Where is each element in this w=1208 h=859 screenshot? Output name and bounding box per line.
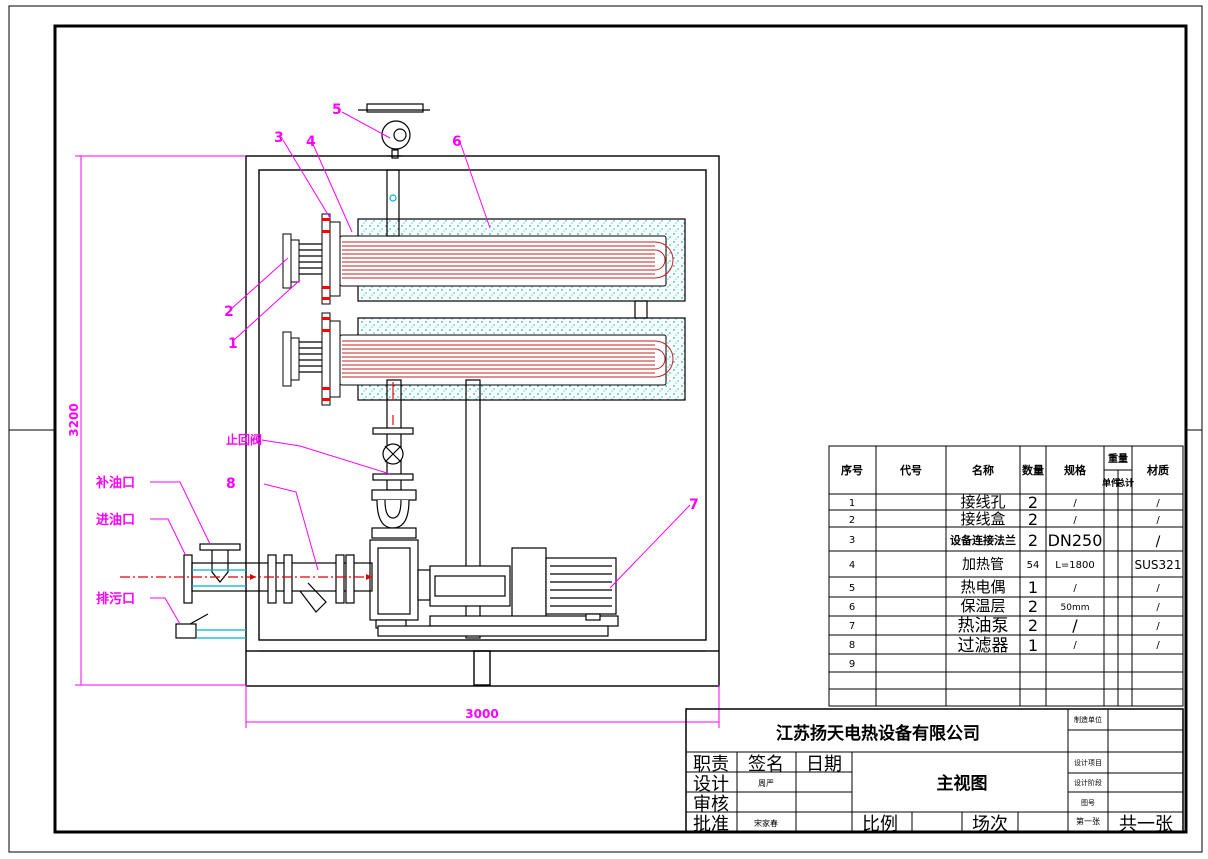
bom-seq-3: 3 bbox=[849, 535, 855, 546]
pump-motor bbox=[369, 539, 619, 637]
inlet-piping bbox=[120, 543, 373, 639]
dimension-lines bbox=[75, 155, 720, 728]
bom-mat-6: / bbox=[1156, 602, 1160, 613]
callout-check-valve: 止回阀 bbox=[226, 432, 262, 447]
callout-leaders bbox=[150, 111, 691, 625]
bom-name-7: 热油泵 bbox=[958, 616, 1009, 636]
bom-header-spec: 规格 bbox=[1064, 463, 1087, 477]
bom-mat-2: / bbox=[1156, 515, 1160, 526]
callout-inlet-port: 进油口 bbox=[96, 512, 135, 528]
bom-seq-9: 9 bbox=[849, 659, 855, 670]
bom-mat-3: / bbox=[1156, 534, 1161, 550]
bom-name-4: 加热管 bbox=[962, 557, 1004, 573]
label-duty: 职责 bbox=[693, 754, 729, 775]
bom-name-6: 保温层 bbox=[960, 597, 1005, 615]
bom-qty-7: 2 bbox=[1028, 616, 1038, 635]
callout-7: 7 bbox=[689, 497, 699, 513]
label-project: 设计项目 bbox=[1074, 758, 1102, 767]
bom-seq-6: 6 bbox=[849, 602, 855, 613]
bom-seq-2: 2 bbox=[849, 515, 855, 526]
outer-frame bbox=[8, 5, 1203, 853]
heater-upper bbox=[282, 213, 686, 305]
bom-qty-8: 1 bbox=[1028, 636, 1038, 655]
bom-name-2: 接线盒 bbox=[960, 510, 1005, 528]
bom-qty-4: 54 bbox=[1027, 560, 1040, 571]
bom-name-8: 过滤器 bbox=[958, 636, 1009, 656]
piping bbox=[358, 103, 648, 639]
bom-name-1: 接线孔 bbox=[960, 493, 1005, 511]
label-sign: 签名 bbox=[748, 754, 784, 775]
bom-mat-4: SUS321 bbox=[1135, 558, 1182, 572]
approver-name: 宋家春 bbox=[754, 818, 778, 828]
bom-seq-7: 7 bbox=[849, 621, 855, 632]
bom-spec-2: / bbox=[1073, 515, 1077, 526]
callout-2: 2 bbox=[224, 304, 234, 320]
bom-header-weight: 重量 bbox=[1108, 452, 1128, 465]
bom-seq-4: 4 bbox=[849, 560, 855, 571]
callout-8: 8 bbox=[226, 476, 236, 492]
bom-spec-1: / bbox=[1073, 498, 1077, 509]
label-date: 日期 bbox=[806, 754, 842, 775]
heater-lower bbox=[282, 312, 686, 406]
callout-4: 4 bbox=[306, 134, 316, 150]
bom-header-code: 代号 bbox=[899, 463, 922, 477]
bom-header-total: 总计 bbox=[1116, 477, 1134, 489]
bom-table: 序号 代号 名称 数量 规格 重量 单件 总计 材质 1 接线孔 2 / / 2… bbox=[828, 445, 1184, 707]
bom-mat-5: / bbox=[1156, 583, 1160, 594]
dim-height: 3200 bbox=[67, 403, 81, 436]
company-name: 江苏扬天电热设备有限公司 bbox=[776, 723, 980, 744]
bom-name-5: 热电偶 bbox=[960, 578, 1005, 596]
label-stage: 设计阶段 bbox=[1074, 778, 1102, 787]
bom-qty-1: 2 bbox=[1028, 493, 1038, 512]
total-sheets: 共一张 bbox=[1119, 814, 1173, 835]
bom-qty-3: 2 bbox=[1028, 531, 1038, 550]
bom-spec-5: / bbox=[1073, 583, 1077, 594]
bom-spec-4: L=1800 bbox=[1055, 560, 1094, 571]
bom-spec-6: 50mm bbox=[1061, 603, 1090, 613]
bom-qty-2: 2 bbox=[1028, 510, 1038, 529]
bom-seq-8: 8 bbox=[849, 640, 855, 651]
bom-spec-7: / bbox=[1072, 616, 1078, 635]
bom-name-3: 设备连接法兰 bbox=[950, 533, 1016, 547]
label-scale: 比例 bbox=[862, 814, 898, 835]
bom-header-qty: 数量 bbox=[1022, 463, 1044, 477]
label-drawing-no: 图号 bbox=[1081, 799, 1095, 807]
callout-3: 3 bbox=[274, 130, 284, 146]
bom-seq-5: 5 bbox=[849, 583, 855, 594]
label-design: 设计 bbox=[693, 774, 729, 795]
callout-drain-port: 排污口 bbox=[96, 591, 135, 607]
label-review: 审核 bbox=[693, 794, 729, 815]
drawing-title: 主视图 bbox=[937, 773, 988, 794]
label-field: 场次 bbox=[972, 814, 1008, 835]
designer-name: 周严 bbox=[758, 779, 774, 788]
title-block: 江苏扬天电热设备有限公司 主视图 制造单位 设计项目 设计阶段 图号 职责 签名… bbox=[685, 708, 1184, 835]
bom-mat-1: / bbox=[1156, 498, 1160, 509]
bom-seq-1: 1 bbox=[849, 498, 855, 509]
sheet-number: 第一张 bbox=[1076, 816, 1100, 826]
bom-qty-6: 2 bbox=[1028, 597, 1038, 616]
callout-1: 1 bbox=[228, 336, 238, 352]
dim-width: 3000 bbox=[465, 707, 498, 721]
bom-mat-7: / bbox=[1156, 621, 1160, 632]
inner-frame bbox=[53, 24, 1188, 834]
label-unit: 制造单位 bbox=[1074, 715, 1102, 724]
bom-mat-8: / bbox=[1156, 640, 1160, 651]
callout-feed-port: 补油口 bbox=[95, 475, 135, 491]
bom-header-name: 名称 bbox=[972, 463, 994, 477]
callout-5: 5 bbox=[332, 102, 342, 118]
bom-spec-8: / bbox=[1073, 640, 1077, 651]
bom-header-material: 材质 bbox=[1147, 463, 1169, 477]
bom-header-seq: 序号 bbox=[841, 463, 863, 477]
bom-spec-3: DN250 bbox=[1048, 531, 1103, 550]
bom-header-unit: 单件 bbox=[1102, 477, 1120, 489]
callout-6: 6 bbox=[452, 134, 462, 150]
bom-qty-5: 1 bbox=[1028, 578, 1038, 597]
label-approve: 批准 bbox=[693, 814, 729, 835]
equipment-frame bbox=[245, 155, 720, 687]
